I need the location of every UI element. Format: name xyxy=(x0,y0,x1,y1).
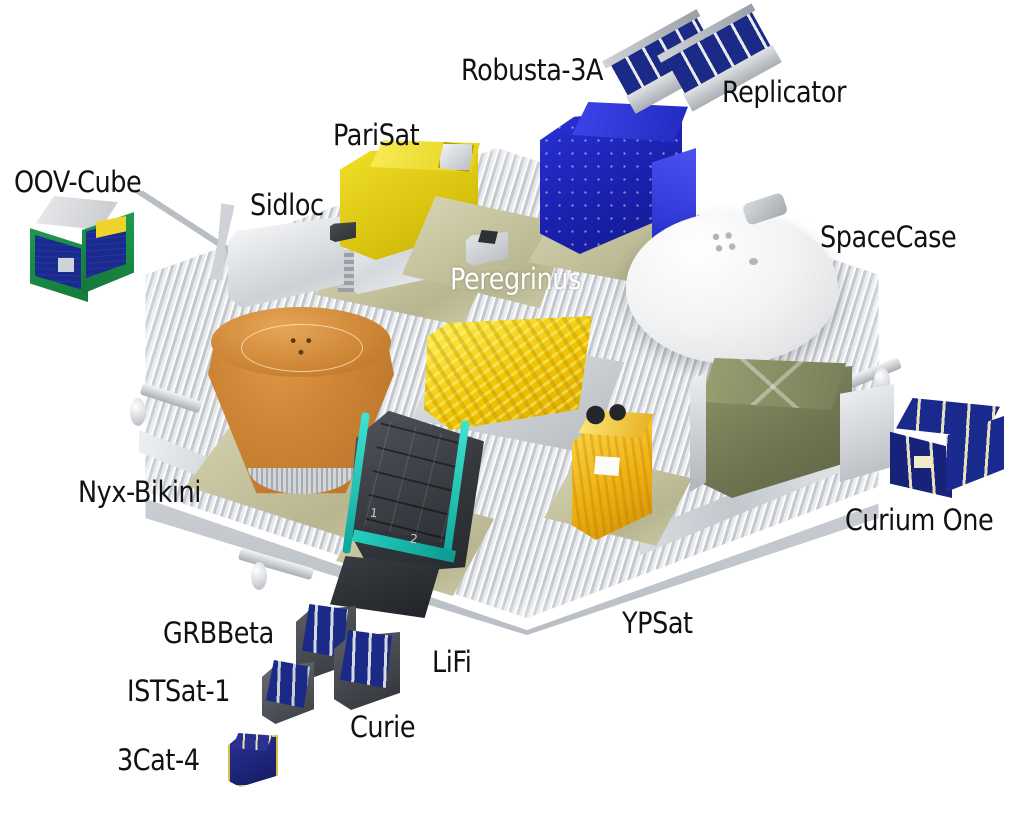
label-sidloc: Sidloc xyxy=(250,188,324,222)
lifi-slot-grid xyxy=(364,418,460,544)
oov-cube-satellite xyxy=(22,196,140,308)
label-robusta-3a: Robusta-3A xyxy=(461,53,604,87)
label-curium-one: Curium One xyxy=(845,503,994,537)
nyx-bikini-vents xyxy=(288,337,314,355)
label-3cat-4: 3Cat-4 xyxy=(117,743,200,777)
deck-foot-left2 xyxy=(251,562,267,590)
parisat-aperture xyxy=(438,142,474,172)
label-istsat-1: ISTSat-1 xyxy=(127,674,231,708)
spacecase-port-single xyxy=(749,258,758,265)
label-parisat: PariSat xyxy=(333,118,420,152)
3cat-4-top-cells xyxy=(232,733,272,751)
label-curie: Curie xyxy=(350,710,416,744)
nyx-bikini-seam-ring xyxy=(241,324,363,372)
peregrinus-sensor xyxy=(478,230,498,244)
deck-foot-left xyxy=(130,398,146,426)
ypsat-camera-heads xyxy=(584,404,632,426)
mli-gold-blanket xyxy=(424,316,592,430)
label-ypsat: YPSat xyxy=(622,606,693,640)
label-grbbeta: GRBBeta xyxy=(163,616,274,650)
olive-deployer-top-face xyxy=(700,358,846,410)
istsat-1-satellite xyxy=(266,660,310,708)
ypsat-white-label xyxy=(594,456,620,476)
oov-cube-sensor-patch xyxy=(58,258,74,272)
olive-deployer-hinge xyxy=(840,384,894,482)
spacecase-port-cluster xyxy=(710,232,740,254)
curium-one-label-patch xyxy=(914,456,932,468)
curie-cells-b xyxy=(340,630,392,688)
label-oov-cube: OOV-Cube xyxy=(14,165,142,199)
label-nyx-bikini: Nyx-Bikini xyxy=(78,475,201,509)
label-lifi: LiFi xyxy=(432,645,472,679)
peregrinus-small-block xyxy=(330,222,356,242)
label-spacecase: SpaceCase xyxy=(820,220,957,254)
label-replicator: Replicator xyxy=(722,75,847,109)
olive-deployer-frame xyxy=(690,372,706,492)
robusta-3a-top-face xyxy=(572,102,688,142)
curium-one-satellite xyxy=(884,398,1012,502)
label-peregrinus: Peregrinus xyxy=(450,262,581,296)
oov-cube-yellow-panel xyxy=(96,216,126,238)
